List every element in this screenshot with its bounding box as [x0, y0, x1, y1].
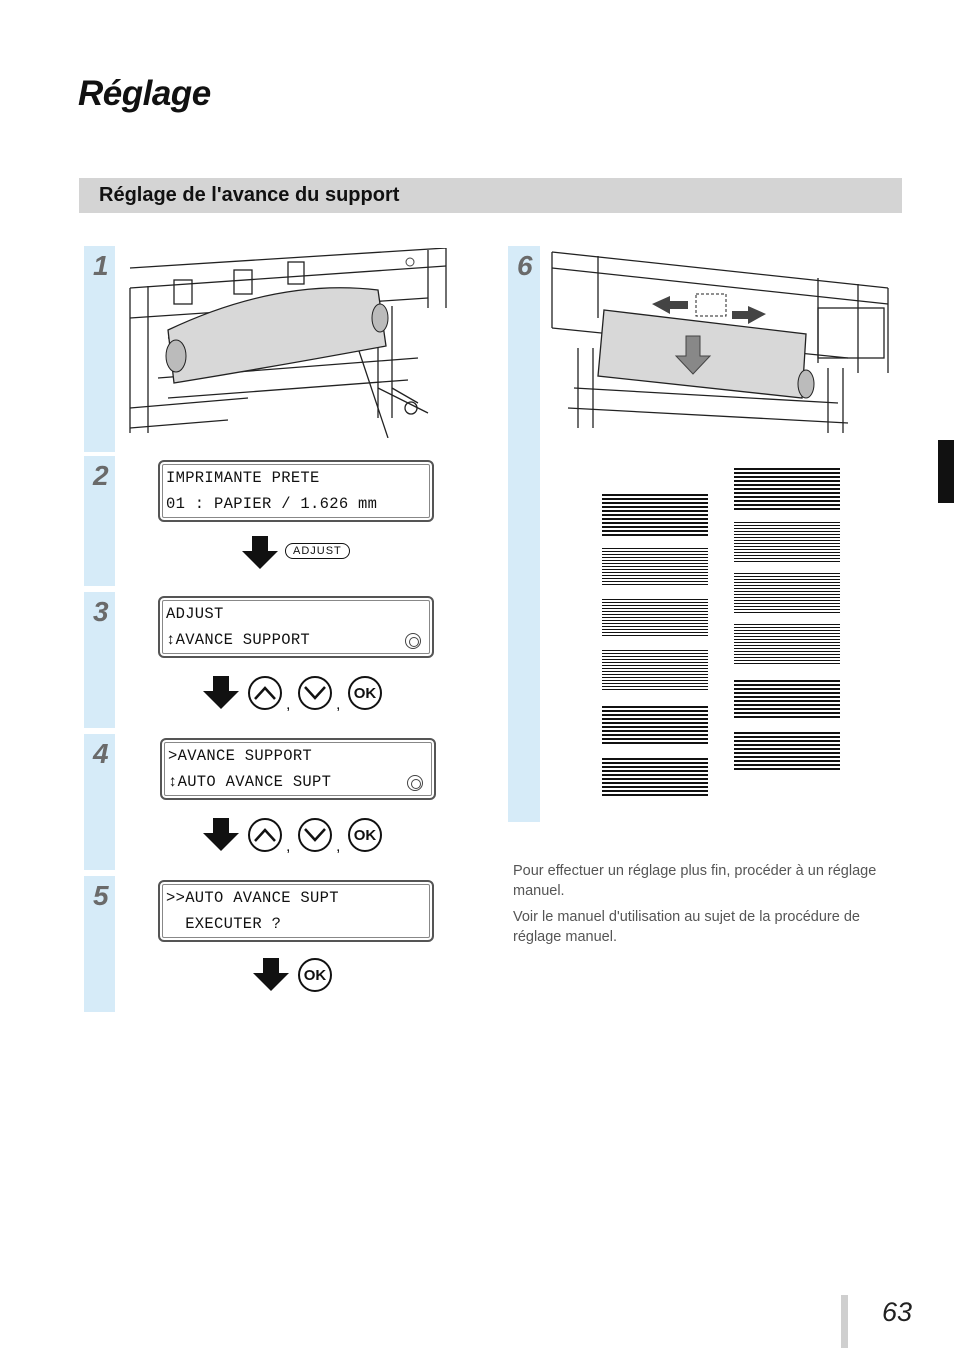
lcd-panel-step-4: >AVANCE SUPPORT ↕AUTO AVANCE SUPT	[160, 738, 436, 800]
section-title: Réglage de l'avance du support	[99, 184, 400, 206]
lcd-line-2: ↕AVANCE SUPPORT	[166, 631, 311, 649]
step-number-6: 6	[517, 250, 533, 281]
dial-icon	[405, 633, 421, 649]
page-number: 63	[882, 1297, 913, 1327]
down-arrow-icon	[253, 958, 289, 991]
step-strip-6	[508, 246, 540, 822]
step-number-2: 2	[93, 460, 109, 491]
chevron-down-icon	[304, 686, 326, 700]
ok-button[interactable]: OK	[348, 818, 382, 852]
note-fine-adjust: Pour effectuer un réglage plus fin, proc…	[513, 863, 877, 899]
printer-rear-illustration	[129, 248, 447, 438]
ok-button[interactable]: OK	[298, 958, 332, 992]
chapter-tab	[938, 440, 954, 503]
comma: ,	[286, 838, 291, 855]
down-button[interactable]	[298, 818, 332, 852]
dial-icon	[407, 775, 423, 791]
lcd-line-2: EXECUTER ?	[166, 915, 282, 933]
lcd-panel-step-3: ADJUST ↕AVANCE SUPPORT	[158, 596, 434, 658]
step-strip-1	[84, 246, 115, 452]
note-manual-reference: Voir le manuel d'utilisation au sujet de…	[513, 909, 860, 945]
up-button[interactable]	[248, 818, 282, 852]
step-strip-3	[84, 592, 115, 728]
lcd-line-1: IMPRIMANTE PRETE	[166, 469, 320, 487]
lcd-line-1: ADJUST	[166, 605, 224, 623]
step-number-1: 1	[93, 250, 109, 281]
section-bar	[79, 178, 902, 213]
lcd-line-2: ↕AUTO AVANCE SUPT	[168, 773, 332, 791]
step-number-4: 4	[93, 738, 109, 769]
lcd-panel-step-5: >>AUTO AVANCE SUPT EXECUTER ?	[158, 880, 434, 942]
lcd-line-1: >>AUTO AVANCE SUPT	[166, 889, 339, 907]
down-arrow-icon	[203, 818, 239, 851]
page-number-rule	[841, 1295, 848, 1348]
comma: ,	[286, 696, 291, 713]
chevron-up-icon	[254, 686, 276, 700]
chevron-up-icon	[254, 828, 276, 842]
feed-pattern-right	[734, 468, 840, 772]
printer-front-illustration	[551, 251, 889, 433]
comma: ,	[336, 696, 341, 713]
page-title: Réglage	[78, 74, 211, 113]
adjust-key[interactable]: ADJUST	[285, 543, 350, 559]
comma: ,	[336, 838, 341, 855]
step-number-5: 5	[93, 880, 109, 911]
step-strip-4	[84, 734, 115, 870]
up-button[interactable]	[248, 676, 282, 710]
lcd-line-2: 01 : PAPIER / 1.626 mm	[166, 495, 378, 513]
step-number-3: 3	[93, 596, 109, 627]
lcd-panel-step-2: IMPRIMANTE PRETE 01 : PAPIER / 1.626 mm	[158, 460, 434, 522]
lcd-line-1: >AVANCE SUPPORT	[168, 747, 313, 765]
feed-pattern-left	[602, 494, 708, 798]
down-arrow-icon	[203, 676, 239, 709]
step-strip-2	[84, 456, 115, 586]
down-button[interactable]	[298, 676, 332, 710]
ok-button[interactable]: OK	[348, 676, 382, 710]
chevron-down-icon	[304, 828, 326, 842]
down-arrow-icon	[242, 536, 278, 569]
step-strip-5	[84, 876, 115, 1012]
